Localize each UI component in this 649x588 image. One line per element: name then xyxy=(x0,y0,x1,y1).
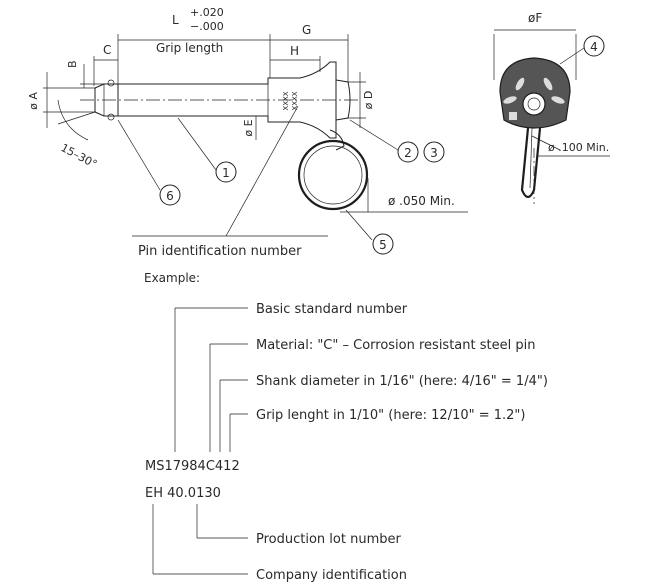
identification-title: Pin identification number xyxy=(138,244,302,259)
callout-1: 1 xyxy=(177,117,237,183)
callout-2-label: 2 xyxy=(404,146,412,160)
dim-G-label: G xyxy=(302,23,311,37)
part-number: MS17984C412 xyxy=(145,459,240,474)
callout-5: 5 xyxy=(345,209,394,255)
callout-4-label: 4 xyxy=(590,40,598,54)
grip-length-label: Grip length xyxy=(156,41,223,55)
callouts: 1 2 3 4 5 6 xyxy=(117,35,605,255)
callout-6: 6 xyxy=(117,119,181,206)
dim-A-label: ø A xyxy=(27,92,40,110)
pin-side-view: XXXX XXXX xyxy=(80,61,369,211)
dim-L-tol-minus: −.000 xyxy=(190,20,224,33)
callout-5-label: 5 xyxy=(379,238,387,252)
item-shank-diameter: Shank diameter in 1/16" (here: 4/16" = 1… xyxy=(256,374,548,389)
production-lot-label: Production lot number xyxy=(256,532,401,547)
dim-B-label: B xyxy=(66,60,79,68)
side-min-label: ø .100 Min. xyxy=(548,141,609,154)
dim-H-label: H xyxy=(290,44,299,58)
dim-D-label: ø D xyxy=(362,91,375,110)
pin-marking-1: XXXX xyxy=(282,91,290,110)
example-label: Example: xyxy=(144,271,200,285)
ring-min-label: ø .050 Min. xyxy=(388,194,455,208)
dim-L-tol-plus: +.020 xyxy=(190,6,224,19)
dim-L-label: L xyxy=(172,13,179,27)
callout-6-label: 6 xyxy=(166,189,174,203)
callout-3: 3 xyxy=(423,141,445,163)
company-identification-label: Company identification xyxy=(256,568,407,583)
item-basic-standard: Basic standard number xyxy=(256,302,408,317)
lot-code: EH 40.0130 xyxy=(145,486,221,501)
pin-identification: Pin identification number Example: Basic… xyxy=(132,105,548,583)
dim-E-label: ø E xyxy=(242,119,255,136)
pin-marking-2: XXXX xyxy=(291,91,299,110)
callout-1-label: 1 xyxy=(222,166,230,180)
callout-2: 2 xyxy=(349,119,419,163)
angle-label: 15–30° xyxy=(59,141,100,171)
callout-3-label: 3 xyxy=(430,146,438,160)
item-material: Material: "C" – Corrosion resistant stee… xyxy=(256,338,535,353)
pin-front-view: øF ø .100 Min. xyxy=(493,11,610,204)
dimension-lines: L +.020 −.000 Grip length G H C B ø A 15… xyxy=(27,6,468,213)
dim-C-label: C xyxy=(103,43,111,57)
dim-F-label: øF xyxy=(528,11,542,25)
callout-4: 4 xyxy=(559,35,605,65)
item-grip-length: Grip lenght in 1/10" (here: 12/10" = 1.2… xyxy=(256,408,525,423)
